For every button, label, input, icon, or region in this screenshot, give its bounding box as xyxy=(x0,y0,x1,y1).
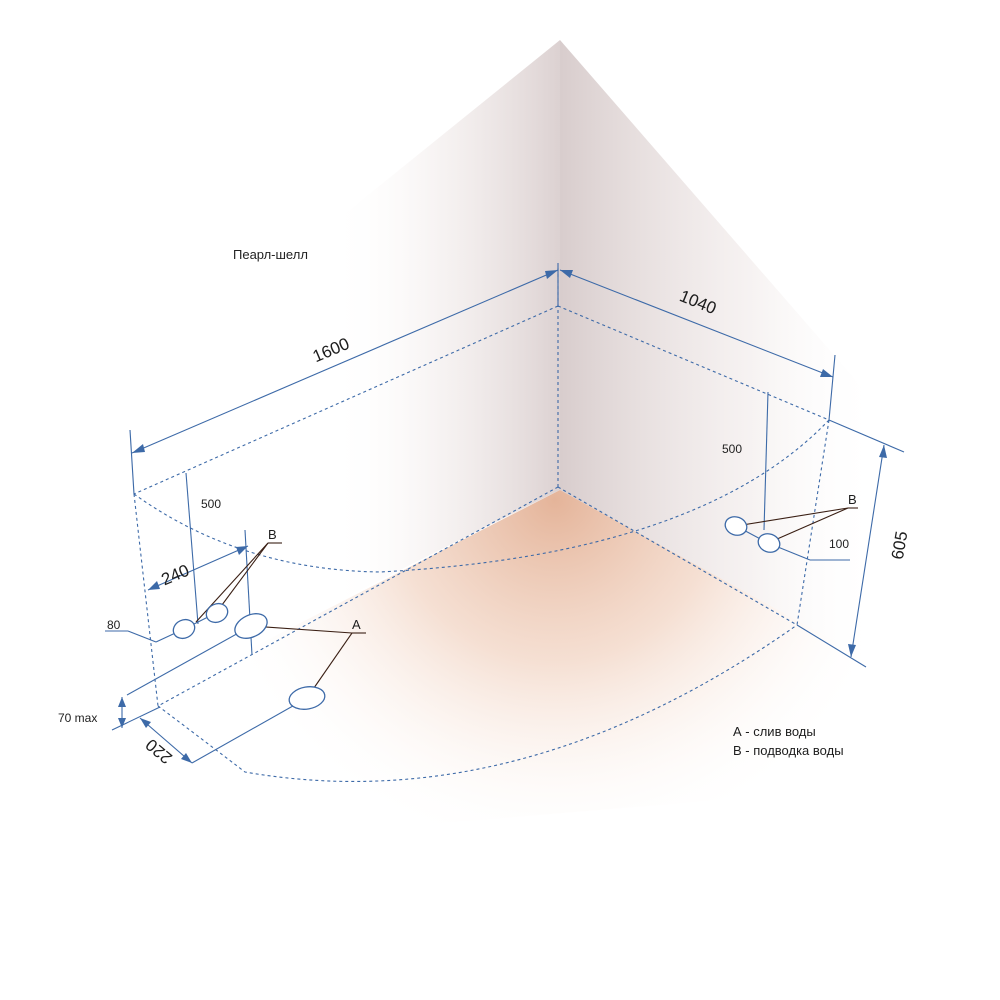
drain-outlet-wall xyxy=(234,613,268,639)
floor-arc xyxy=(157,624,798,783)
dim-605-ext-top xyxy=(828,419,905,453)
floor-right-edge xyxy=(557,486,798,626)
left-leader-2 xyxy=(215,542,269,614)
right-wall-shading xyxy=(560,40,960,710)
rim-left-edge xyxy=(133,305,559,495)
dim-70-arrow-bottom xyxy=(118,718,126,728)
drain-leader-1 xyxy=(250,625,353,634)
dim-1040-arrow-right xyxy=(820,369,833,377)
dim-240-arrow-left xyxy=(148,581,160,590)
left-80-label: 80 xyxy=(107,618,121,632)
right-500-line xyxy=(763,391,769,531)
dim-1600-ext-left xyxy=(129,429,135,495)
drain-guide-lower xyxy=(191,697,308,764)
dim-220-line xyxy=(139,717,193,764)
dim-605-ext-bottom xyxy=(796,624,867,668)
legend-drain: А - слив воды xyxy=(733,724,816,739)
right-supply-outlet-1 xyxy=(724,516,748,536)
dim-1040-ext xyxy=(828,354,836,421)
right-leader-2 xyxy=(767,507,849,544)
dim-605-label: 605 xyxy=(888,530,912,561)
dim-70-label: 70 max xyxy=(58,711,97,725)
rim-arc xyxy=(133,419,830,573)
dim-605-arrow-bottom xyxy=(848,644,856,657)
dim-605-arrow-top xyxy=(879,445,887,458)
dim-1600-arrow-left xyxy=(132,444,145,453)
left-500-label: 500 xyxy=(201,497,221,511)
dim-1600-arrow-right xyxy=(545,270,558,279)
rim-right-edge xyxy=(557,305,830,421)
floor-left-edge xyxy=(157,486,559,707)
dim-240-arrow-right xyxy=(236,546,248,555)
drain-guide-upper xyxy=(126,625,252,696)
left-supply-label: В xyxy=(268,527,277,542)
left-supply-outlet-2 xyxy=(205,602,229,624)
dim-220-label: 220 xyxy=(142,735,176,768)
dim-240-line xyxy=(147,545,249,591)
left-80-line xyxy=(127,630,157,643)
dim-70-ext-bottom xyxy=(111,706,161,731)
diagram-title: Пеарл-шелл xyxy=(233,247,308,262)
dim-220-arrow-top xyxy=(140,718,151,728)
legend-supply: В - подводка воды xyxy=(733,743,844,758)
left-500-line xyxy=(185,472,199,625)
left-end-vertical xyxy=(133,493,159,707)
dim-605-line xyxy=(850,444,885,658)
right-supply-label: В xyxy=(848,492,857,507)
dim-240-label: 240 xyxy=(159,561,193,590)
drain-label: А xyxy=(352,617,361,632)
drain-outlet-floor xyxy=(288,686,326,710)
right-100-label: 100 xyxy=(829,537,849,551)
right-leader-1 xyxy=(735,507,849,527)
left-supply-outlet-1 xyxy=(172,618,196,640)
dim-1040-line xyxy=(559,269,834,378)
left-wall-shading xyxy=(300,40,560,620)
dim-1040-arrow-left xyxy=(560,270,573,278)
right-end-vertical xyxy=(796,419,830,626)
floor-shading xyxy=(150,490,960,840)
dim-220-arrow-bottom xyxy=(181,753,192,763)
right-500-label: 500 xyxy=(722,442,742,456)
dim-70-arrow-top xyxy=(118,697,126,707)
right-supply-outlet-2 xyxy=(757,533,781,553)
dim-1600-line xyxy=(131,269,559,454)
